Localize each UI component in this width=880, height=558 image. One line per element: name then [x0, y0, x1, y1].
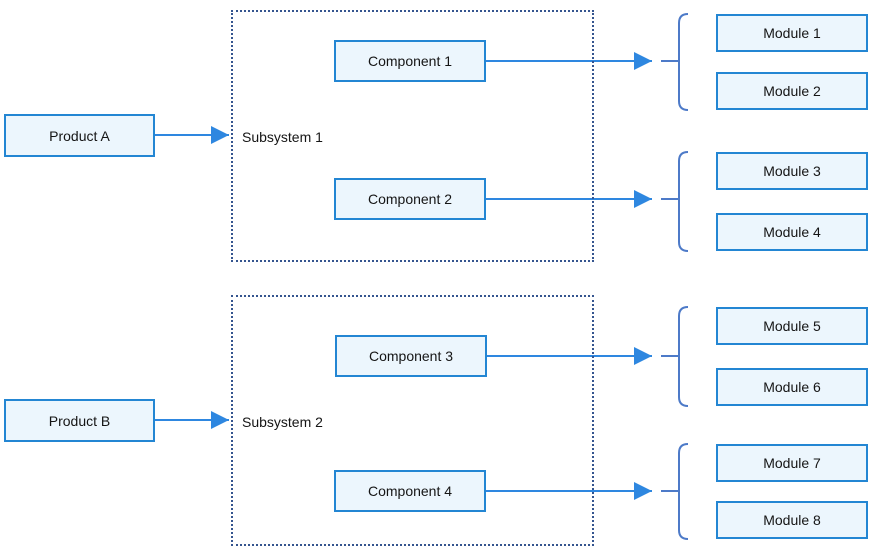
brace-modules-5-6	[661, 306, 689, 407]
node-component-4: Component 4	[334, 470, 486, 512]
node-product-b: Product B	[4, 399, 155, 442]
node-module-5-label: Module 5	[763, 318, 821, 334]
node-module-8: Module 8	[716, 501, 868, 539]
node-module-3-label: Module 3	[763, 163, 821, 179]
subsystem-2-container: Subsystem 2	[231, 295, 594, 546]
node-module-1-label: Module 1	[763, 25, 821, 41]
node-module-5: Module 5	[716, 307, 868, 345]
node-product-b-label: Product B	[48, 412, 111, 429]
node-module-7-label: Module 7	[763, 455, 821, 471]
node-module-4: Module 4	[716, 213, 868, 251]
node-module-1: Module 1	[716, 14, 868, 52]
node-module-6: Module 6	[716, 368, 868, 406]
node-component-3-label: Component 3	[368, 348, 454, 364]
node-component-4-label: Component 4	[367, 483, 453, 499]
node-module-8-label: Module 8	[763, 512, 821, 528]
node-component-2-label: Component 2	[367, 191, 453, 207]
node-module-7: Module 7	[716, 444, 868, 482]
node-product-a: Product A	[4, 114, 155, 157]
subsystem-1-container: Subsystem 1	[231, 10, 594, 262]
node-component-1-label: Component 1	[367, 53, 453, 69]
node-product-a-label: Product A	[49, 127, 110, 144]
node-component-3: Component 3	[335, 335, 487, 377]
brace-modules-7-8	[661, 443, 689, 540]
subsystem-2-label: Subsystem 2	[242, 414, 323, 430]
node-module-4-label: Module 4	[763, 224, 821, 240]
node-module-2-label: Module 2	[763, 83, 821, 99]
node-component-1: Component 1	[334, 40, 486, 82]
node-module-3: Module 3	[716, 152, 868, 190]
node-component-2: Component 2	[334, 178, 486, 220]
node-module-6-label: Module 6	[763, 379, 821, 395]
brace-modules-3-4	[661, 151, 689, 252]
node-module-2: Module 2	[716, 72, 868, 110]
brace-modules-1-2	[661, 13, 689, 111]
subsystem-1-label: Subsystem 1	[242, 129, 323, 145]
